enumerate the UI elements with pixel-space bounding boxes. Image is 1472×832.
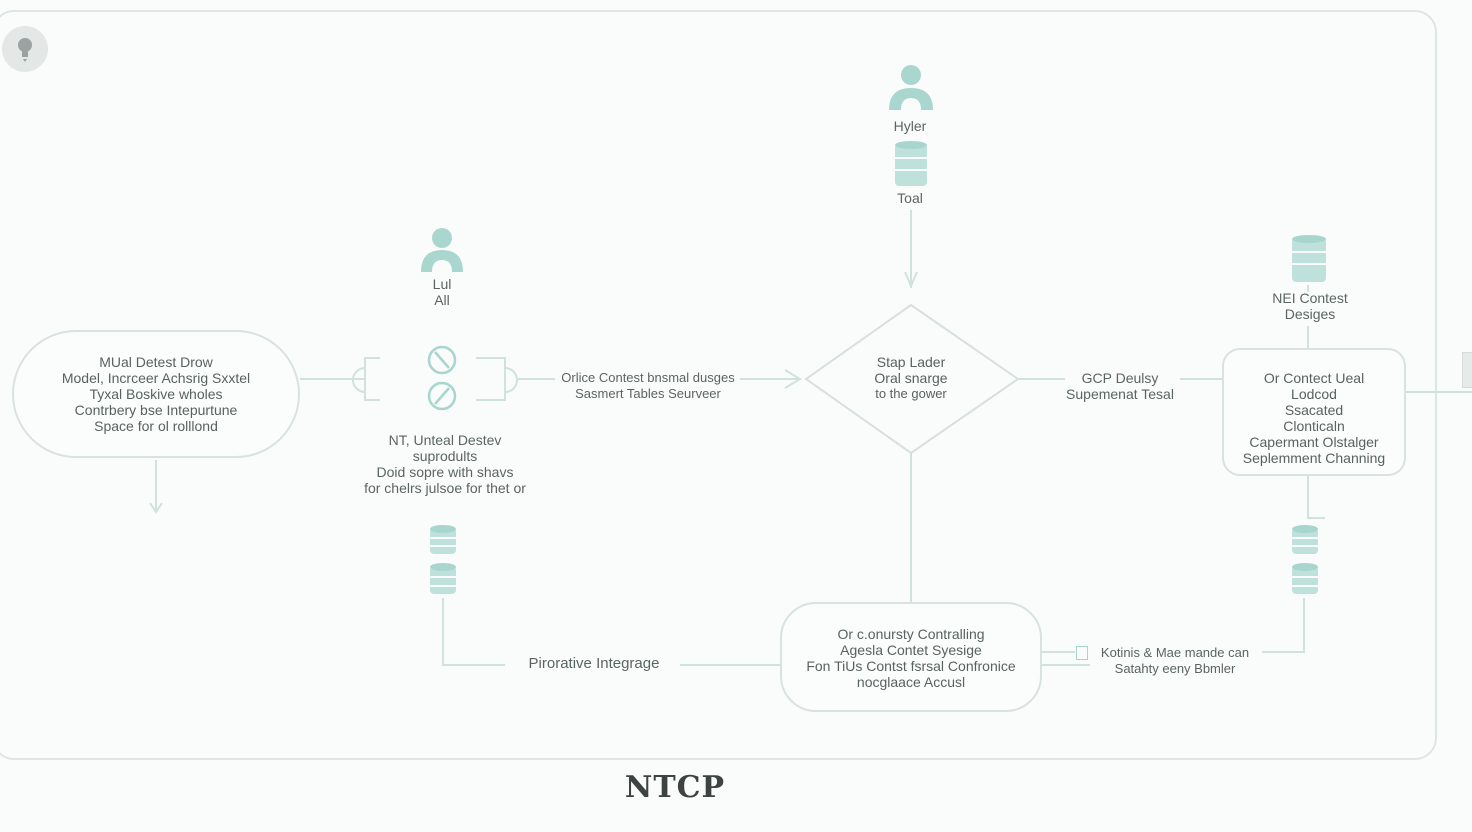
diagram-frame [0,10,1437,760]
bottom-process-text: Or c.onursty Contralling Agesla Contet S… [806,626,1016,690]
database-icon [1292,235,1326,282]
left-process-text: MUal Detest Drow Model, Incrceer Achsrig… [61,354,251,434]
edge-right-label: GCP Deulsy Supemenat Tesal [1066,370,1174,402]
person-left-label: Lul All [432,276,452,308]
right-process-text: Or Contect Ueal Lodcod Ssacated Clontica… [1242,370,1386,466]
right-process-node[interactable] [1222,348,1406,476]
person-icon [421,228,463,272]
edge-handle[interactable] [1462,352,1472,388]
lightbulb-icon[interactable] [2,26,48,72]
db-right-top-label: NEI Contest Desiges [1272,290,1348,322]
checkbox-icon[interactable] [1076,646,1088,660]
database-icon [895,141,927,186]
footer-title: NTCP [624,770,726,805]
bottom-process-node[interactable] [780,602,1042,712]
center-left-node-text: NT, Unteal Destev suprodults Doid sopre … [364,432,526,496]
person-top-label-1: Hyler [893,118,927,134]
left-process-node[interactable] [12,330,300,458]
person-icon [889,65,933,110]
person-top-label-2: Toal [897,190,923,206]
database-icon [430,525,456,594]
bottom-right-edge-label: Kotinis & Mae mande can Satahty eeny Bbm… [1100,645,1250,676]
decision-diamond[interactable]: Stap Lader Oral snarge to the gower [874,354,948,401]
database-icon [1292,525,1318,594]
edge-middle-label: Orlice Contest bnsmal dusges Sasmert Tab… [561,370,735,401]
bottom-left-edge-label: Pirorative Integrage [528,655,660,672]
